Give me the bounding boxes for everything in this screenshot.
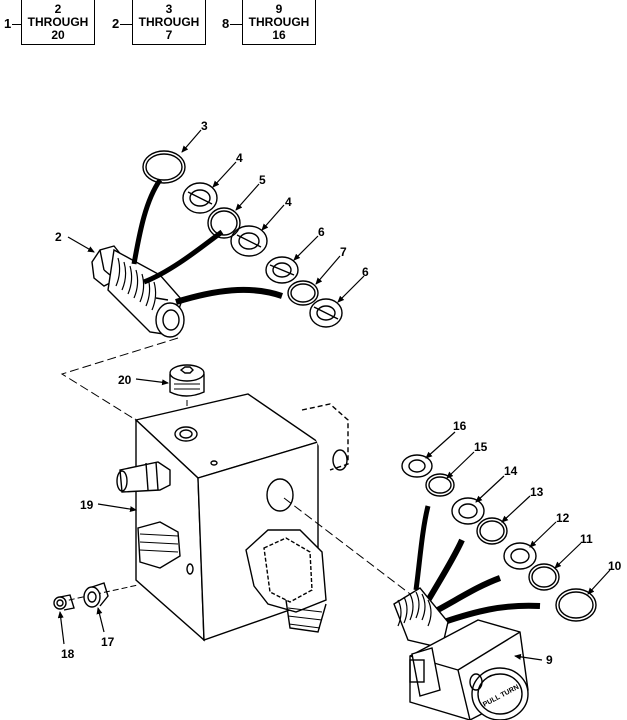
backup-ring-4-upper xyxy=(182,182,218,214)
backup-ring-6-upper xyxy=(265,256,299,284)
backup-ring-14 xyxy=(451,497,485,525)
o-ring-15 xyxy=(425,473,455,497)
o-ring-3 xyxy=(142,150,186,184)
callout-6-lower: 6 xyxy=(362,265,369,279)
callout-19: 19 xyxy=(80,498,94,512)
group-1-lead: 1 xyxy=(4,16,12,31)
callout-16: 16 xyxy=(453,419,467,433)
callout-20: 20 xyxy=(118,373,132,387)
leader-arrows xyxy=(57,129,611,661)
group-box-2: 3 THROUGH 7 xyxy=(132,0,206,45)
manifold-block-19 xyxy=(116,393,349,642)
o-ring-13 xyxy=(476,517,508,545)
callout-9: 9 xyxy=(546,653,553,667)
backup-ring-16 xyxy=(401,454,433,478)
plug-20 xyxy=(169,364,205,418)
callout-6-upper: 6 xyxy=(318,225,325,239)
solenoid-9 xyxy=(409,619,529,720)
callout-17: 17 xyxy=(101,635,115,649)
callout-14: 14 xyxy=(504,464,518,478)
callout-12: 12 xyxy=(556,511,570,525)
cartridge-valve-upper xyxy=(91,245,185,338)
callout-4-lower: 4 xyxy=(285,195,292,209)
callout-5: 5 xyxy=(259,173,266,187)
group-box-1: 2 THROUGH 20 xyxy=(21,0,95,45)
callout-10: 10 xyxy=(608,559,622,573)
o-ring-10 xyxy=(555,588,597,622)
screw-18 xyxy=(53,594,75,611)
callout-7: 7 xyxy=(340,245,347,259)
callout-18: 18 xyxy=(61,647,75,661)
o-ring-11 xyxy=(528,563,560,591)
callout-2: 2 xyxy=(55,230,62,244)
orifice-17 xyxy=(83,582,109,608)
group-box-3: 9 THROUGH 16 xyxy=(242,0,316,45)
callout-4-upper: 4 xyxy=(236,151,243,165)
callout-15: 15 xyxy=(474,440,488,454)
backup-ring-4-lower xyxy=(230,225,268,257)
callout-13: 13 xyxy=(530,485,544,499)
o-ring-7 xyxy=(287,280,319,306)
callout-3: 3 xyxy=(201,119,208,133)
cartridge-valve-lower xyxy=(393,587,449,649)
group-3-lead: 8 xyxy=(222,16,230,31)
backup-ring-6-lower xyxy=(309,298,343,328)
backup-ring-12 xyxy=(503,542,537,570)
o-ring-5 xyxy=(207,207,241,239)
callout-11: 11 xyxy=(580,532,593,546)
group-2-lead: 2 xyxy=(112,16,120,31)
